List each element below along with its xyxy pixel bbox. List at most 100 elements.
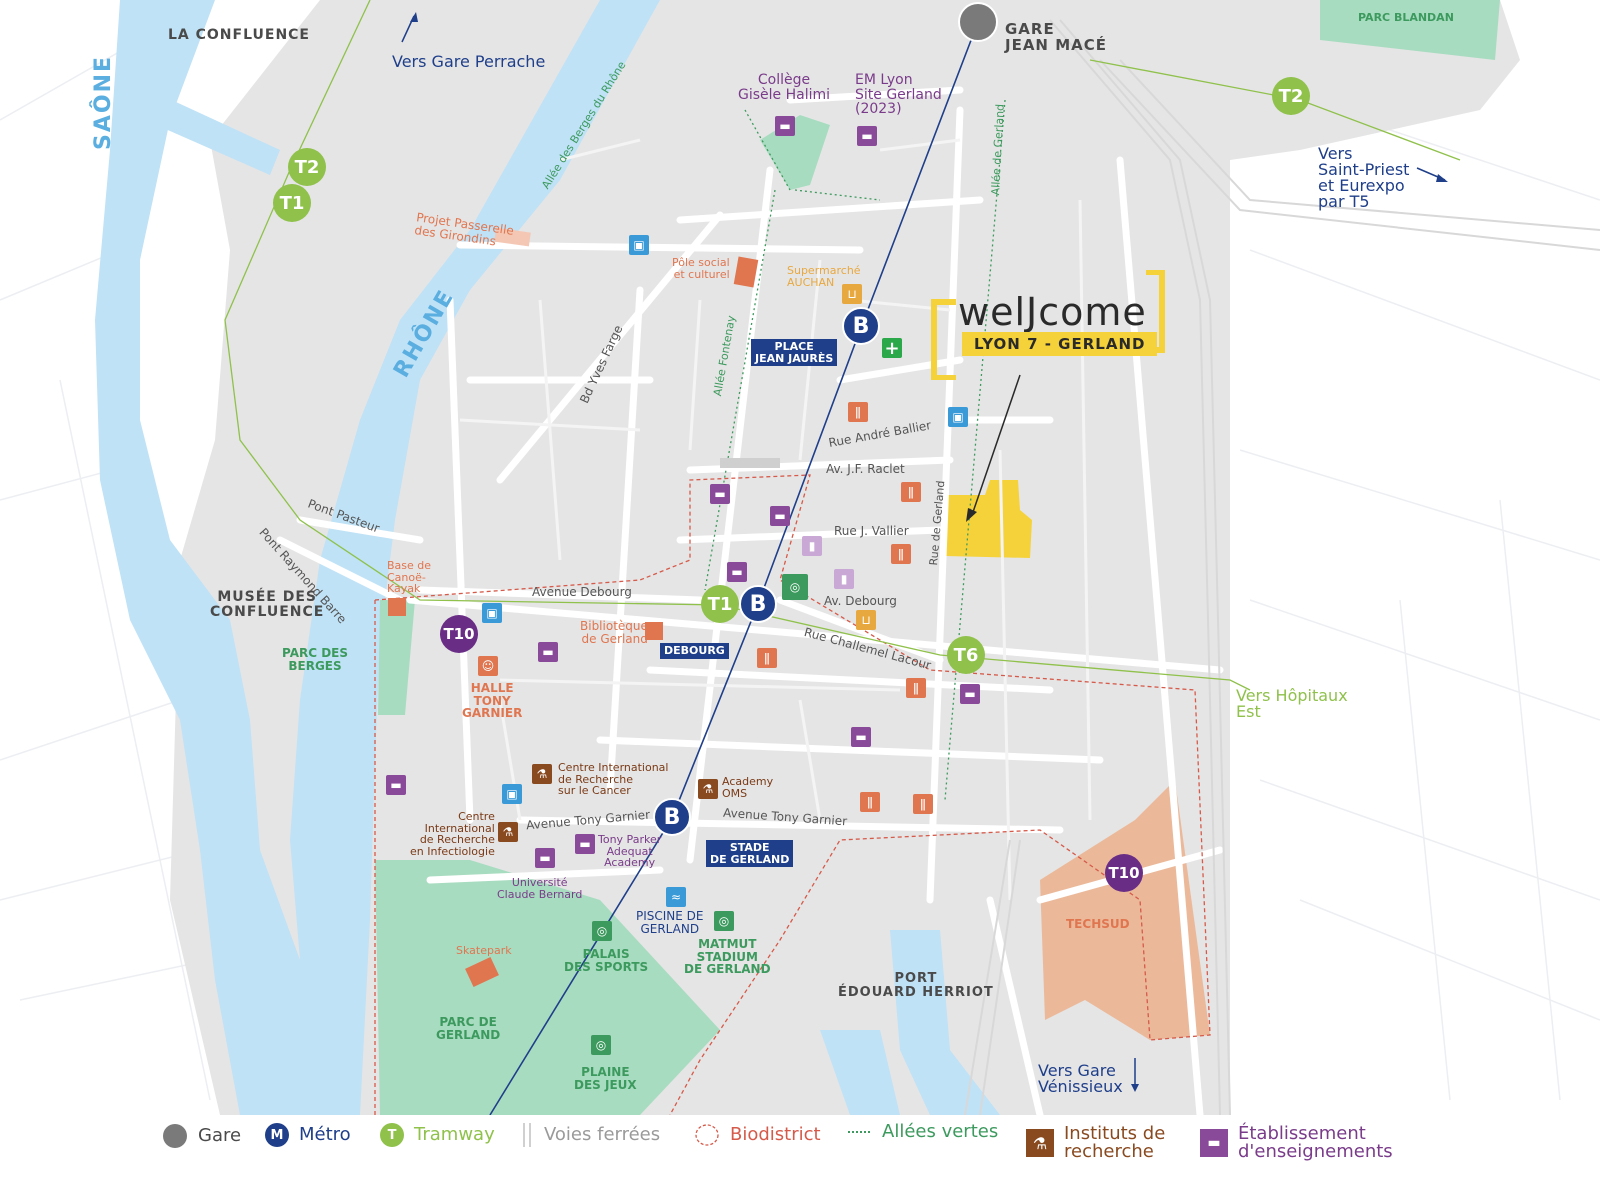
green-alley-icon: [848, 1127, 872, 1137]
legend-etablissement: ▬ Établissement d'enseignements: [1200, 1125, 1393, 1161]
school-icon[interactable]: ▬: [535, 848, 555, 868]
legend-tramway: T Tramway: [380, 1123, 495, 1147]
legend-biodistrict-label: Biodistrict: [730, 1124, 821, 1145]
bus-icon[interactable]: ▣: [502, 784, 522, 804]
tony-parker-label: Tony Parker Adequat Academy: [598, 833, 662, 870]
stadium-icon[interactable]: ◎: [592, 921, 612, 941]
school-icon[interactable]: ▬: [770, 506, 790, 526]
stadium-icon[interactable]: ◎: [591, 1035, 611, 1055]
school-icon[interactable]: ▬: [710, 484, 730, 504]
station-debourg-label: DEBOURG: [664, 644, 725, 657]
station-debourg[interactable]: DEBOURG: [660, 643, 729, 659]
halle-tony-garnier-label: HALLE TONY GARNIER: [462, 681, 523, 721]
t2-badge-east[interactable]: T2: [1272, 77, 1310, 115]
t10-badge-west[interactable]: T10: [440, 615, 478, 653]
techsud-label: TECHSUD: [1066, 917, 1130, 931]
restaurant-icon[interactable]: ǁ: [901, 482, 921, 502]
school-icon[interactable]: ▬: [575, 834, 595, 854]
stadium-icon[interactable]: ◎: [714, 911, 734, 931]
vers-hopitaux-label: Vers Hôpitaux Est: [1236, 686, 1348, 721]
pole-social-label: Pôle social et culturel: [672, 256, 730, 281]
school-icon: ▬: [1200, 1129, 1228, 1157]
swimming-icon[interactable]: ≈: [666, 887, 686, 907]
school-icon[interactable]: ▬: [727, 562, 747, 582]
port-label: PORT ÉDOUARD HERRIOT: [838, 971, 994, 1000]
stadium-icon[interactable]: ◎: [782, 574, 808, 600]
welcome-project-badge[interactable]: welJcome LYON 7 - GERLAND: [930, 270, 1170, 380]
em-lyon-label: EM Lyon Site Gerland (2023): [855, 72, 942, 118]
restaurant-icon[interactable]: ǁ: [906, 678, 926, 698]
station-jean-jaures-label: PLACE JEAN JAURÈS: [755, 340, 834, 365]
research-lab-icon[interactable]: ⚗: [498, 822, 518, 842]
school-icon[interactable]: ▬: [857, 126, 877, 146]
legend-etablissement-label: Établissement d'enseignements: [1238, 1123, 1393, 1162]
bus-icon[interactable]: ▣: [948, 407, 968, 427]
map-legend: Gare M Métro T Tramway Voies ferrées Bio…: [0, 1115, 1600, 1200]
restaurant-icon[interactable]: ǁ: [891, 544, 911, 564]
green-alleys: [704, 99, 1006, 801]
shopping-cart-icon[interactable]: ⊔: [856, 610, 876, 630]
plaine-jeux-label: PLAINE DES JEUX: [574, 1065, 637, 1092]
la-confluence-label: LA CONFLUENCE: [168, 27, 310, 43]
musee-label: MUSÉE DES CONFLUENCE: [210, 589, 325, 620]
bibliotheque-label: Bibliotèque de Gerland: [580, 619, 648, 646]
gare-dot-icon: [162, 1123, 188, 1149]
metro-b-badge-debourg[interactable]: B: [739, 585, 777, 623]
legend-instituts-label: Instituts de recherche: [1064, 1123, 1166, 1162]
restaurant-icon[interactable]: ǁ: [913, 794, 933, 814]
supermarche-label: Supermarché AUCHAN: [787, 264, 861, 289]
parc-blandan-label: PARC BLANDAN: [1358, 11, 1454, 24]
t2-badge-west[interactable]: T2: [288, 148, 326, 186]
street-vallier: Rue J. Vallier: [834, 524, 909, 538]
vers-venissieux-label: Vers Gare Vénissieux: [1038, 1061, 1123, 1096]
school-light-icon[interactable]: ▮: [802, 536, 822, 556]
street-avenue-debourg: Avenue Debourg: [532, 585, 632, 599]
school-icon[interactable]: ▬: [538, 642, 558, 662]
school-icon[interactable]: ▬: [775, 116, 795, 136]
saone-label: SAÔNE: [91, 54, 116, 150]
shopping-cart-icon[interactable]: ⊔: [842, 284, 862, 304]
biodistrict-icon: [694, 1123, 720, 1147]
t1-badge-debourg[interactable]: T1: [701, 585, 739, 623]
legend-rail: Voies ferrées: [520, 1123, 660, 1147]
school-icon[interactable]: ▬: [851, 727, 871, 747]
skatepark-block: [465, 957, 499, 987]
metro-icon: M: [265, 1123, 289, 1147]
gare-jean-mace-marker[interactable]: [958, 2, 998, 42]
biodistrict-boundary: [374, 474, 1211, 1116]
universite-label: Université Claude Bernard: [497, 876, 583, 901]
t6-badge[interactable]: T6: [947, 636, 985, 674]
t10-badge-east[interactable]: T10: [1105, 854, 1143, 892]
theatre-icon[interactable]: ☺: [478, 656, 498, 676]
metro-b-badge-jean-jaures[interactable]: B: [842, 307, 880, 345]
research-lab-icon[interactable]: ⚗: [532, 764, 552, 784]
restaurant-icon[interactable]: ǁ: [860, 792, 880, 812]
piscine-label: PISCINE DE GERLAND: [636, 909, 704, 936]
legend-allees: Allées vertes: [848, 1123, 998, 1141]
palais-sports-label: PALAIS DES SPORTS: [564, 947, 649, 974]
legend-gare-label: Gare: [198, 1125, 242, 1146]
school-icon[interactable]: ▬: [386, 775, 406, 795]
matmut-label: MATMUT STADIUM DE GERLAND: [684, 937, 771, 977]
welcome-logo: welJcome: [958, 290, 1147, 334]
school-light-icon[interactable]: ▮: [834, 569, 854, 589]
restaurant-icon[interactable]: ǁ: [757, 648, 777, 668]
school-icon[interactable]: ▬: [960, 684, 980, 704]
bus-icon[interactable]: ▣: [629, 235, 649, 255]
centre-cancer-label: Centre International de Recherche sur le…: [558, 761, 669, 798]
project-site: [945, 480, 1032, 558]
t1-badge-west[interactable]: T1: [273, 184, 311, 222]
restaurant-icon[interactable]: ǁ: [848, 402, 868, 422]
pole-social-block: [733, 256, 759, 288]
parc-gerland-label: PARC DE GERLAND: [436, 1015, 501, 1042]
station-stade-gerland[interactable]: STADE DE GERLAND: [706, 840, 794, 868]
legend-tram-label: Tramway: [414, 1124, 495, 1145]
station-jean-jaures[interactable]: PLACE JEAN JAURÈS: [751, 339, 838, 367]
research-lab-icon[interactable]: ⚗: [698, 779, 718, 799]
health-cross-icon[interactable]: +: [882, 338, 902, 359]
rail-bridge-block: [720, 458, 780, 468]
metro-b-badge-stade[interactable]: B: [653, 798, 691, 836]
vers-perrache-label: Vers Gare Perrache: [392, 52, 546, 71]
bus-icon[interactable]: ▣: [482, 603, 502, 623]
